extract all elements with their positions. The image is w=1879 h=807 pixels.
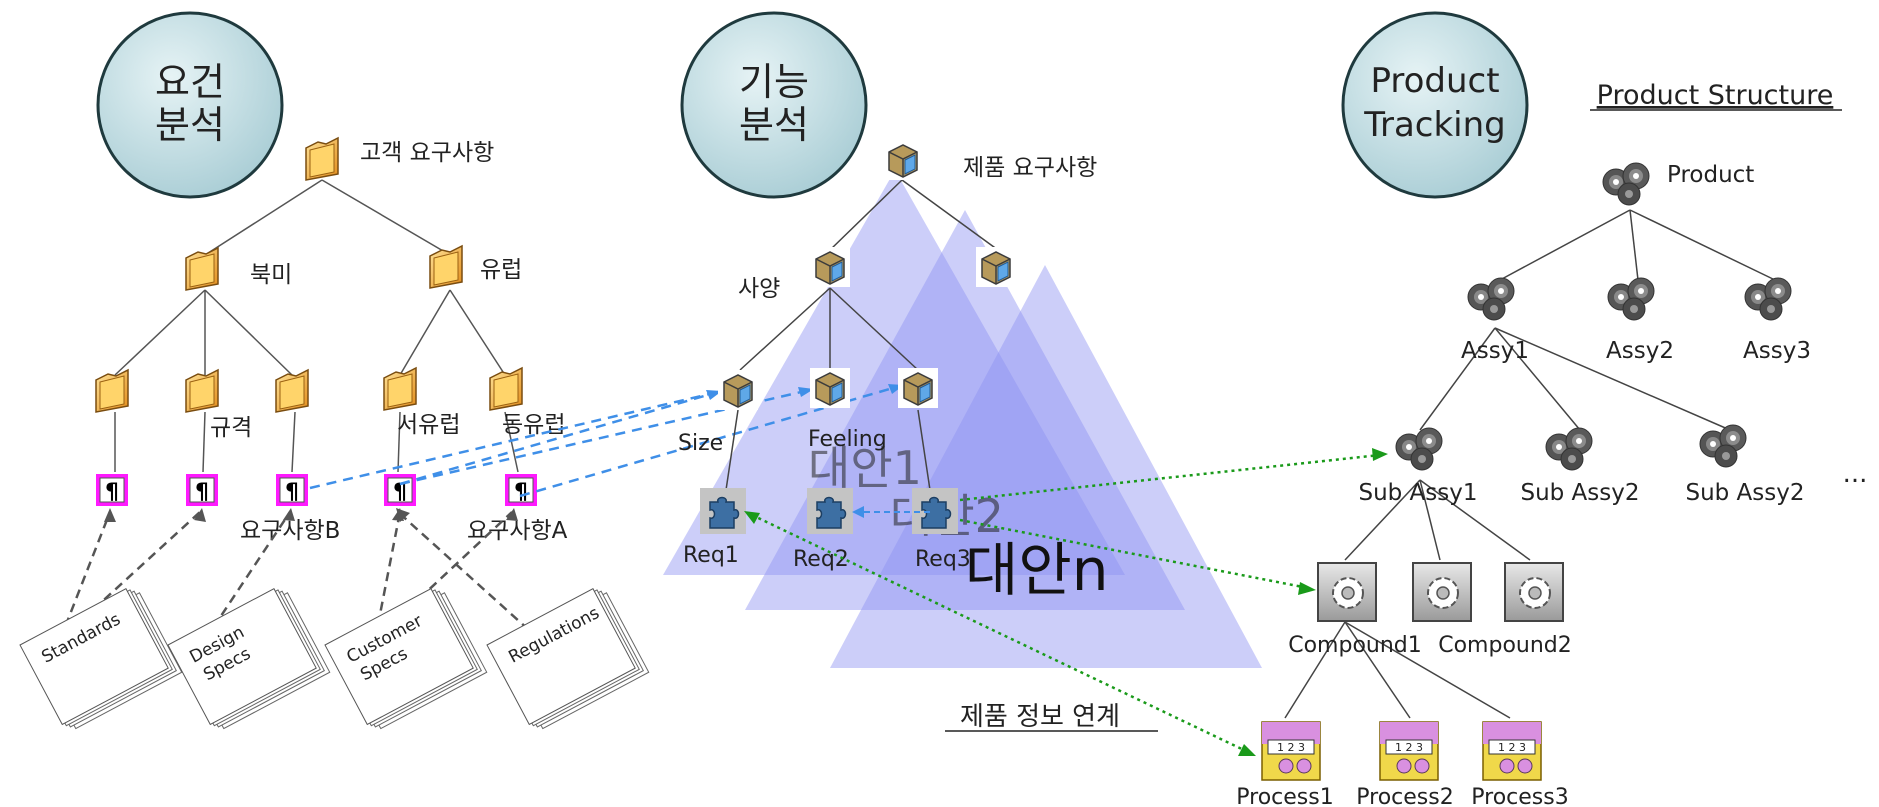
product-info-links: [751, 453, 1381, 754]
arrowheads-dark: [104, 508, 518, 522]
cube-icon: [882, 139, 924, 181]
compound-icon: [1504, 562, 1564, 622]
document-stack-design-specs: Design Specs: [167, 583, 331, 734]
circle-text-line1: 요건: [155, 60, 225, 104]
puzzle-icon: [699, 487, 747, 535]
eastern-europe-label: 동유럽: [502, 412, 565, 438]
gears-icon: [1699, 424, 1747, 468]
more-ellipsis: ...: [1843, 459, 1868, 489]
document-stack-customer-specs: Customer Specs: [324, 583, 488, 734]
folder-icon: [429, 245, 463, 289]
product-info-link-caption: 제품 정보 연계: [960, 702, 1120, 732]
assy2-label: Assy2: [1606, 338, 1674, 364]
north-america-label: 북미: [250, 262, 292, 288]
req-link-arrow: [852, 506, 930, 518]
puzzle-icon: [806, 487, 854, 535]
compound2-label: Compound2: [1438, 633, 1572, 658]
gears-icon: [1545, 427, 1593, 471]
alternative-1-label: 대안1: [808, 441, 922, 495]
product-tracking-circle: Product Tracking: [1341, 11, 1529, 199]
root-customer-requirements-label: 고객 요구사항: [360, 140, 494, 166]
compound1-label: Compound1: [1288, 633, 1422, 658]
circle-text-line2: 분석: [739, 103, 809, 147]
spec-label: 규격: [210, 415, 252, 441]
paragraph-icon: [383, 473, 417, 507]
product-node-label: Product: [1667, 162, 1754, 188]
folder-icon: [185, 369, 219, 413]
folder-icon: [305, 137, 339, 181]
gears-icon: [1602, 162, 1650, 206]
process2-label: Process2: [1356, 785, 1453, 807]
document-stack-regulations: Regulations: [486, 583, 650, 734]
folder-icon: [185, 247, 219, 291]
product-tree-lines: [1284, 209, 1776, 719]
gears-icon: [1607, 277, 1655, 321]
folder-icon: [383, 367, 417, 411]
sub-assy3-label: Sub Assy2: [1685, 480, 1804, 506]
folder-icon: [95, 369, 129, 413]
document-stack-standards: Standards: [19, 583, 183, 734]
req2-label: Req2: [793, 547, 849, 572]
folder-icon: [489, 367, 523, 411]
process-icon: [1379, 721, 1439, 781]
western-europe-label: 서유럽: [397, 412, 460, 438]
cube-icon: [717, 369, 759, 411]
cube-icon: [975, 246, 1017, 288]
compound-icon: [1412, 562, 1472, 622]
feeling-label: Feeling: [808, 427, 887, 452]
cube-icon: [809, 367, 851, 409]
spec-node-label: 사양: [738, 276, 780, 302]
process-icon: [1482, 721, 1542, 781]
product-requirements-label: 제품 요구사항: [963, 155, 1097, 181]
req1-label: Req1: [683, 543, 739, 568]
function-analysis-circle: 기능 분석: [680, 11, 868, 199]
paragraph-icon: [95, 473, 129, 507]
cube-icon: [809, 246, 851, 288]
function-tree-lines: [725, 179, 999, 491]
size-label: Size: [678, 431, 723, 456]
requirement-a-label: 요구사항A: [467, 518, 568, 544]
gears-icon: [1395, 427, 1443, 471]
paragraph-icon: [185, 473, 219, 507]
folder-icon: [275, 369, 309, 413]
assy1-label: Assy1: [1461, 338, 1529, 364]
gears-icon: [1467, 277, 1515, 321]
paragraph-icon: [275, 473, 309, 507]
sub-assy1-label: Sub Assy1: [1358, 480, 1477, 506]
circle-text-line1: Product: [1370, 61, 1499, 101]
compound-icon: [1317, 562, 1377, 622]
process3-label: Process3: [1471, 785, 1568, 807]
paragraph-icon: [504, 473, 538, 507]
circle-text-line2: Tracking: [1363, 105, 1506, 145]
alternative-n-label: 대안n: [965, 536, 1108, 604]
process1-label: Process1: [1236, 785, 1333, 807]
cube-icon: [897, 367, 939, 409]
sub-assy2-label: Sub Assy2: [1520, 480, 1639, 506]
circle-text-line2: 분석: [155, 103, 225, 147]
gears-icon: [1744, 277, 1792, 321]
circle-text-line1: 기능: [739, 60, 809, 104]
process-icon: [1261, 721, 1321, 781]
requirements-analysis-circle: 요건 분석: [96, 11, 284, 199]
arrowheads-green: [744, 448, 1388, 756]
assy3-label: Assy3: [1743, 338, 1811, 364]
product-structure-title: Product Structure: [1597, 80, 1834, 111]
req3-label: Req3: [915, 547, 971, 572]
requirement-b-label: 요구사항B: [240, 518, 340, 544]
alternatives-triangles: [663, 170, 1262, 668]
europe-label: 유럽: [480, 257, 522, 283]
requirements-tree-lines: [114, 179, 519, 473]
